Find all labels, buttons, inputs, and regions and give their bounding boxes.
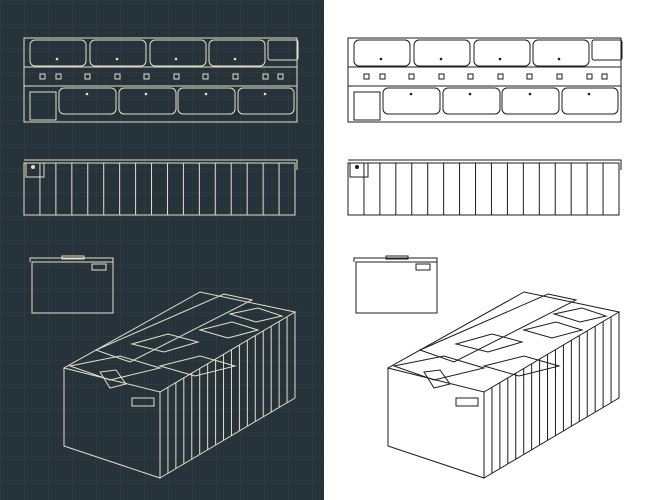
light-panel: [324, 0, 648, 500]
light-background: [324, 0, 648, 500]
dark-panel: [0, 0, 324, 500]
grid-lines: [0, 0, 324, 500]
